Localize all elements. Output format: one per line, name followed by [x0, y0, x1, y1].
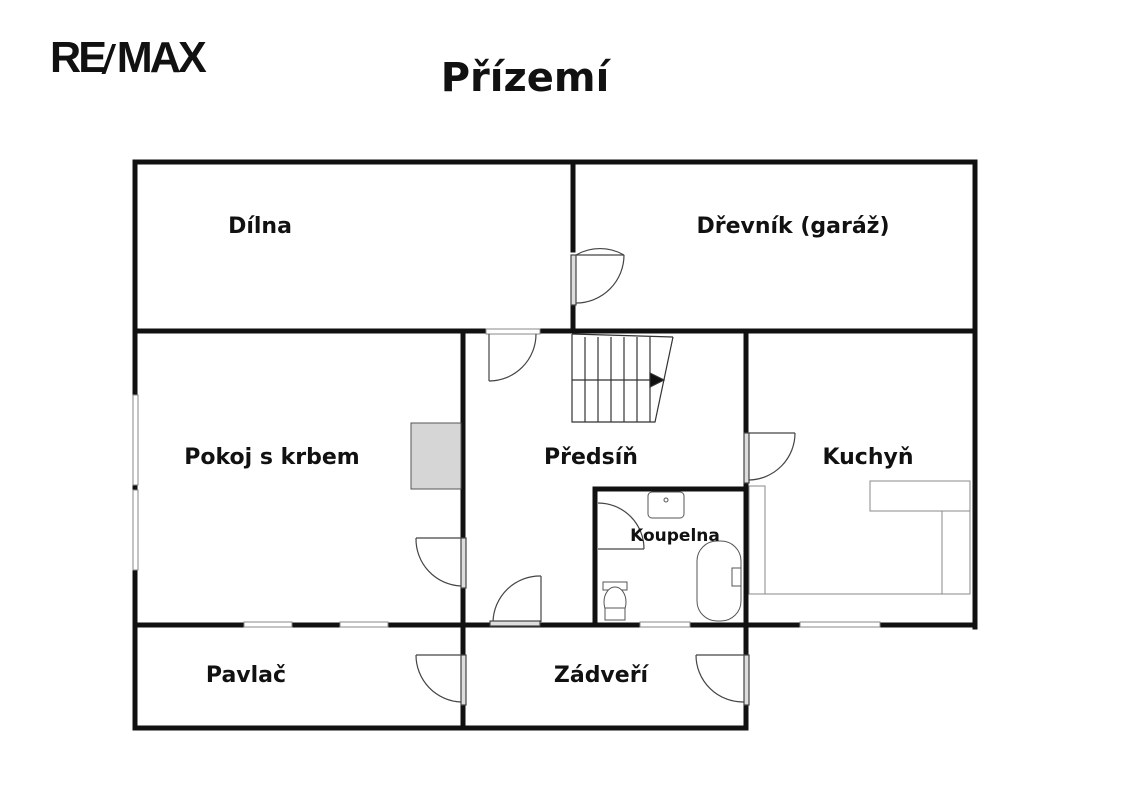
bathroom-fixtures [602, 491, 742, 622]
sink-icon [647, 491, 685, 519]
windows [132, 328, 881, 628]
door-pavlac [415, 654, 467, 706]
label-koupelna: Koupelna [630, 526, 720, 546]
door-kuchyn [743, 432, 796, 484]
door-koupelna [597, 502, 645, 550]
door-predsin-bottom [489, 575, 542, 627]
label-predsin: Předsíň [544, 445, 638, 470]
label-pokoj: Pokoj s krbem [184, 445, 359, 470]
room-labels: Dílna Dřevník (garáž) Pokoj s krbem Před… [184, 214, 913, 688]
label-zadveri: Zádveří [554, 663, 650, 688]
walls [132, 159, 978, 731]
door-predsin-top [488, 333, 537, 382]
floor-title: Přízemí [440, 55, 610, 101]
door-drevnik [570, 248, 625, 306]
toilet-icon [602, 581, 628, 621]
label-dilna: Dílna [228, 214, 292, 239]
staircase [571, 333, 674, 423]
kitchen-counter [748, 480, 971, 595]
label-drevnik: Dřevník (garáž) [696, 214, 889, 239]
fireplace [410, 422, 462, 490]
bathtub-icon [696, 540, 742, 622]
label-kuchyn: Kuchyň [822, 445, 913, 470]
door-pokoj [415, 537, 467, 589]
label-pavlac: Pavlač [206, 663, 286, 688]
doors [415, 248, 796, 706]
door-zadveri [695, 654, 750, 706]
